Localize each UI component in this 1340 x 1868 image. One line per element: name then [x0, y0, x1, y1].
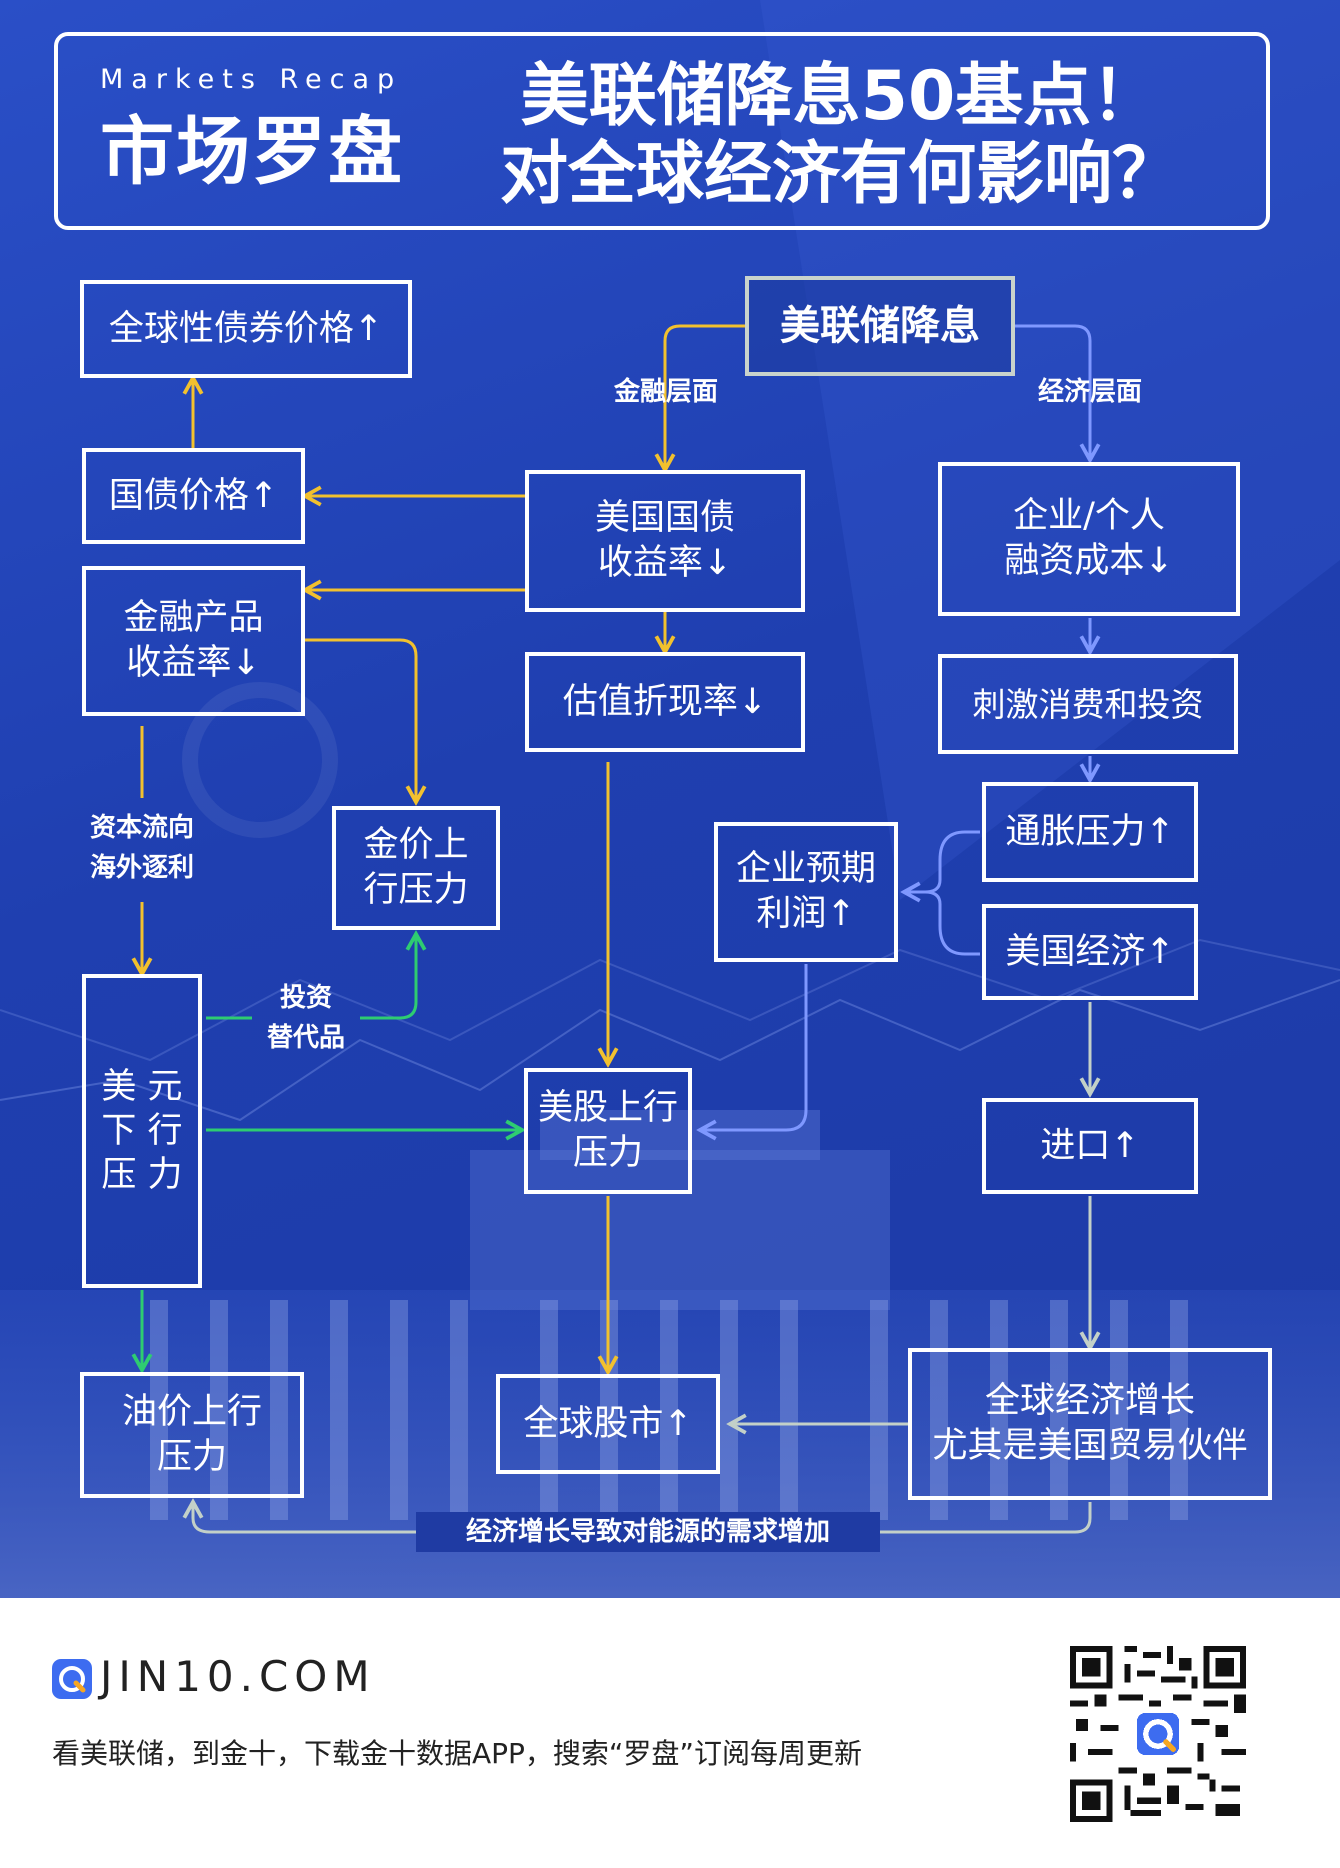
node-oil-pressure: 油价上行 压力	[80, 1372, 304, 1498]
node-fed-rate-cut: 美联储降息	[745, 276, 1015, 376]
node-global-growth: 全球经济增长 尤其是美国贸易伙伴	[908, 1348, 1272, 1500]
headline-line1: 美联储降息50基点！	[520, 57, 1160, 136]
edge-profit-to-us-stocks	[700, 964, 808, 1130]
brand-title: 市场罗盘	[100, 109, 404, 195]
footer: JIN10.COM 看美联储，到金十，下载金十数据APP，搜索“罗盘”订阅每周更…	[0, 1598, 1340, 1868]
qr-code-icon	[1070, 1646, 1246, 1822]
node-us-treasury-yield: 美国国债 收益率↓	[525, 470, 805, 612]
node-corporate-profit: 企业预期 利润↑	[714, 822, 898, 962]
label-financial-branch: 金融层面	[613, 377, 718, 407]
label-energy-demand: 经济增长导致对能源的需求增加	[416, 1512, 880, 1552]
edge-inflation-to-profit	[904, 830, 980, 892]
headline-line2: 对全球经济有何影响？	[499, 135, 1180, 214]
edge-root-to-treasury-yield	[665, 324, 745, 470]
edge-economy-to-profit	[924, 890, 980, 956]
footer-slogan: 看美联储，到金十，下载金十数据APP，搜索“罗盘”订阅每周更新	[52, 1737, 862, 1770]
jin10-logo-icon	[52, 1659, 92, 1699]
edge-usd-to-gold	[206, 934, 416, 1020]
label-capital-flow: 资本流向 海外逐利	[89, 813, 194, 883]
header-frame	[54, 32, 1270, 230]
diagram-connectors	[0, 324, 1340, 1534]
headline: 美联储降息50基点！ 对全球经济有何影响？	[440, 58, 1240, 214]
poster: Markets Recap 市场罗盘 美联储降息50基点！ 对全球经济有何影响？	[0, 0, 1340, 1598]
node-treasury-price: 国债价格↑	[82, 448, 305, 544]
node-financing-cost: 企业/个人 融资成本↓	[938, 462, 1240, 616]
node-global-bond-price: 全球性债券价格↑	[80, 280, 412, 378]
node-inflation: 通胀压力↑	[982, 782, 1198, 882]
node-stimulate: 刺激消费和投资	[938, 654, 1238, 754]
node-global-stocks: 全球股市↑	[496, 1374, 720, 1474]
node-financial-product-yield: 金融产品 收益率↓	[82, 566, 305, 716]
label-economic-branch: 经济层面	[1037, 377, 1142, 407]
node-us-economy: 美国经济↑	[982, 904, 1198, 1000]
node-valuation-discount-rate: 估值折现率↓	[525, 652, 805, 752]
footer-domain: JIN10.COM	[100, 1652, 376, 1701]
node-gold-pressure: 金价上 行压力	[332, 806, 500, 930]
node-us-stock-pressure: 美股上行 压力	[524, 1068, 692, 1194]
node-usd-pressure: 美 元 下 行 压 力	[82, 974, 202, 1288]
edge-root-to-financing-cost	[1015, 324, 1090, 460]
label-investment-substitute: 投资 替代品	[266, 983, 345, 1053]
brand-subtitle: Markets Recap	[100, 64, 403, 95]
node-imports: 进口↑	[982, 1098, 1198, 1194]
edge-financial-product-to-gold	[305, 638, 416, 802]
